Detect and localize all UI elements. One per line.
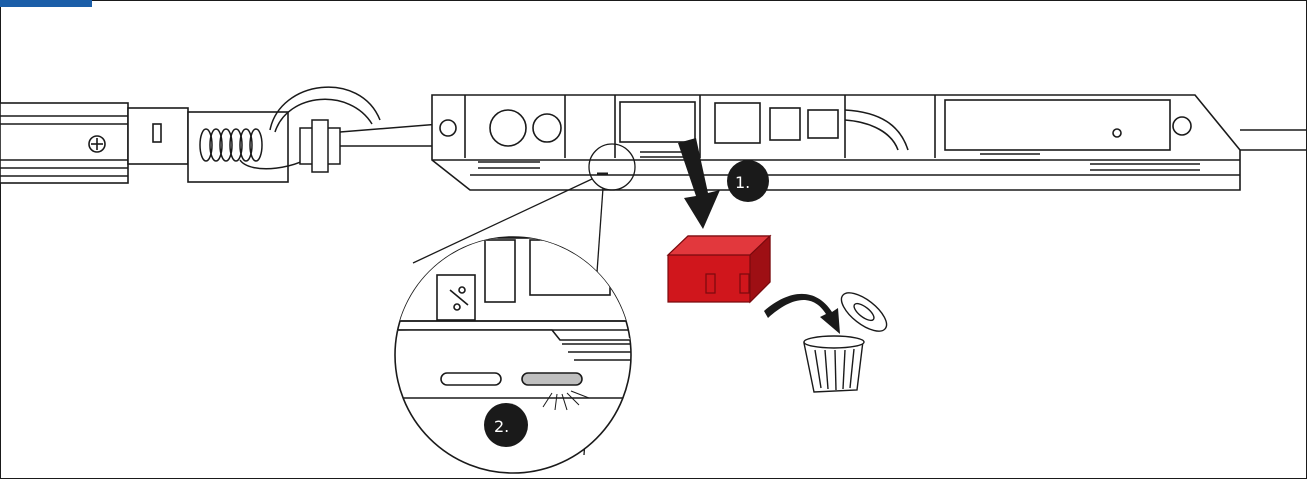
trash-can-icon [803,292,888,393]
red-block-icon [666,234,772,304]
screw-icon [1172,116,1192,136]
step-2-badge: 2. [484,403,528,447]
operator-housing [431,94,1307,191]
coiled-cable [199,86,441,173]
discard-arrow [764,293,840,334]
header-tab [0,0,92,7]
step-1-label: 1. [735,173,750,192]
step-2-label: 2. [494,417,509,436]
track-rail [0,102,289,184]
step-1-badge: 1. [727,160,769,202]
remove-arrow [678,138,720,229]
screw-icon [439,119,457,137]
zoom-detail [394,236,632,474]
